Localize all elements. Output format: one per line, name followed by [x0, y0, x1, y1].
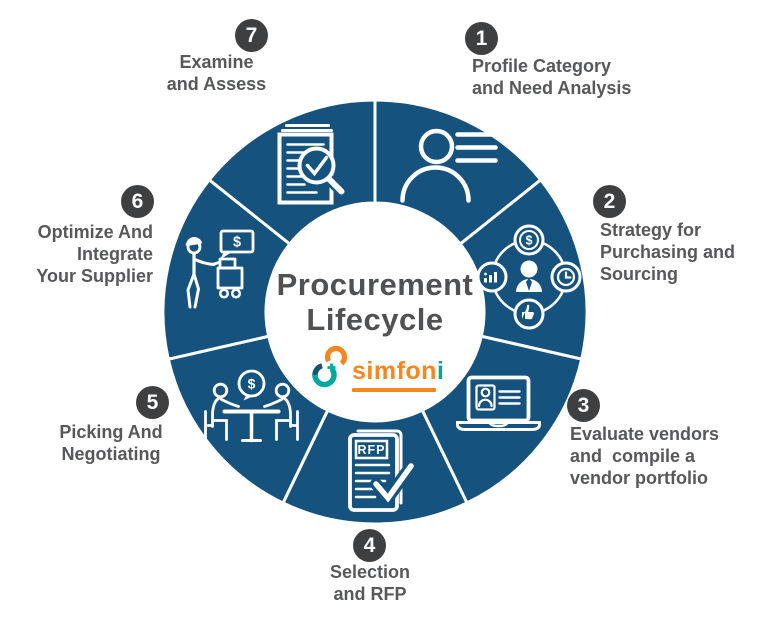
- logo-text-accent: i: [436, 357, 445, 385]
- stage-1-label: Profile Category and Need Analysis: [472, 56, 632, 98]
- stage-3-number-badge: 3: [567, 389, 600, 422]
- rfp-text: RFP: [358, 443, 386, 457]
- negotiation-table-icon: $: [204, 369, 299, 443]
- vendor-laptop-icon: [456, 375, 541, 431]
- stage-6-label: Optimize And Integrate Your Supplier: [36, 222, 153, 286]
- page-title: Procurement Lifecycle: [215, 267, 535, 337]
- stage-4-number-badge: 4: [353, 529, 386, 562]
- stage-5-number-badge: 5: [136, 386, 169, 419]
- simfoni-logo: simfoni: [312, 346, 444, 392]
- title-line-2: Lifecycle: [306, 302, 444, 337]
- stage-2-label: Strategy for Purchasing and Sourcing: [600, 220, 736, 284]
- rfp-document-icon: RFP: [348, 429, 417, 512]
- strategy-orbit-icon: $: [476, 224, 582, 330]
- stage-7-label: Examine and Assess: [166, 52, 267, 94]
- stage-3-label: Evaluate vendors and compile a vendor po…: [570, 424, 720, 488]
- title-line-1: Procurement: [276, 267, 474, 302]
- stage-7-number-badge: 7: [235, 19, 268, 52]
- stage-4-label: Selection and RFP: [329, 562, 411, 604]
- stage-1-number-badge: 1: [465, 22, 498, 55]
- simfoni-logo-mark-icon: [312, 346, 348, 388]
- supplier-cart-icon: $: [185, 229, 255, 309]
- profile-category-icon: [400, 128, 498, 203]
- dollar-glyph: $: [233, 235, 241, 251]
- dollar-glyph: $: [526, 234, 533, 248]
- dollar-glyph: $: [248, 376, 256, 392]
- stage-5-label: Picking And Negotiating: [59, 422, 163, 464]
- stage-6-number-badge: 6: [121, 185, 154, 218]
- logo-text-main: simfon: [352, 357, 437, 385]
- logo-wordmark: simfoni: [352, 359, 444, 384]
- stage-2-number-badge: 2: [593, 185, 626, 218]
- logo-tagline-bar: [352, 388, 436, 392]
- examine-assess-icon: [277, 124, 348, 205]
- segment-7: [207, 98, 377, 247]
